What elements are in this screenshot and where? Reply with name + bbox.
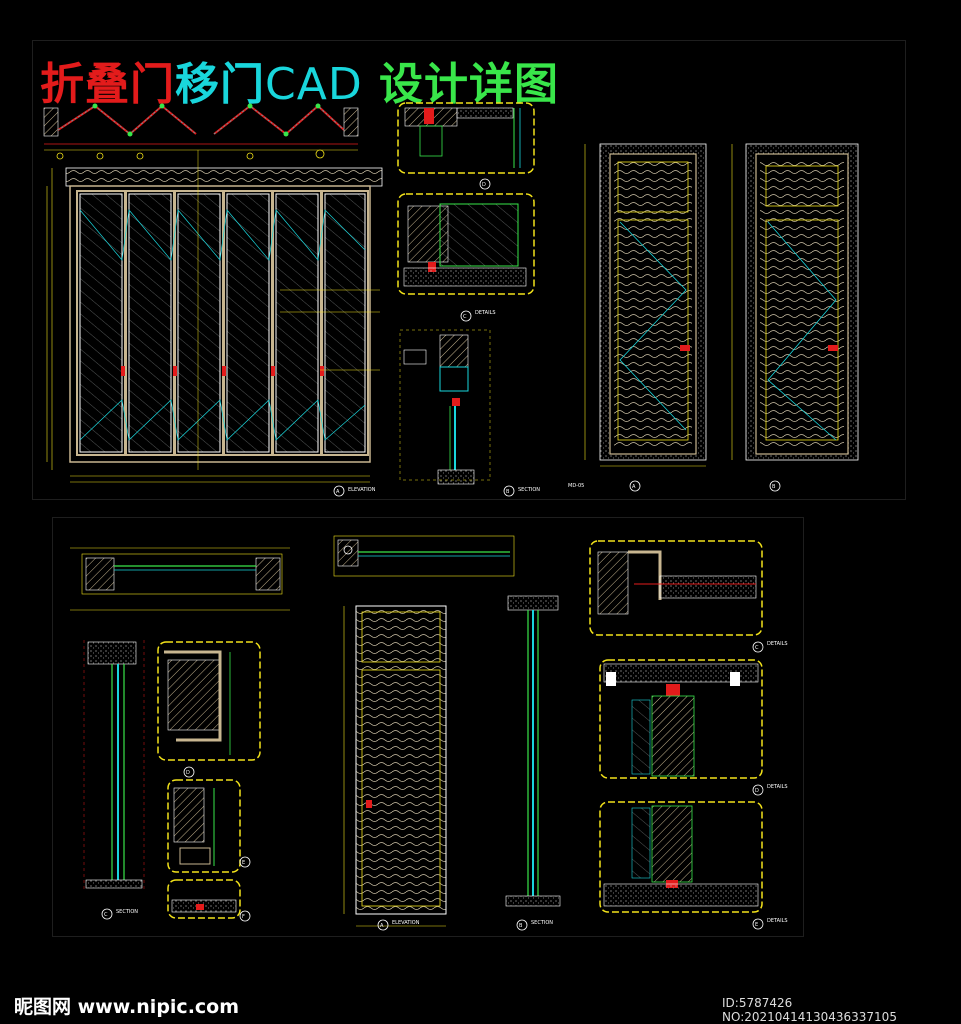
- lower-sheet-frame: [52, 517, 804, 937]
- label-elevation-lower: ELEVATION: [392, 920, 420, 926]
- sliding-door-plan-left: [70, 547, 290, 611]
- sliding-door-plan-middle: [333, 535, 515, 577]
- marker-c-lower: C: [104, 912, 108, 918]
- sliding-door-elevation-a-lower: A ELEVATION: [343, 605, 447, 931]
- title-cad: CAD: [265, 59, 363, 110]
- sheet-code: MD-05: [568, 483, 584, 489]
- swing-door-elevation-a: A MD-05: [568, 143, 707, 492]
- marker-f-lower: F: [242, 914, 245, 920]
- label-details-right-e: DETAILS: [767, 918, 788, 924]
- sliding-door-details-def: D E F: [157, 641, 261, 922]
- marker-a-lower: A: [380, 923, 384, 929]
- label-section-lower-left: SECTION: [116, 909, 138, 915]
- folding-door-details-upper: D C DETAILS: [397, 102, 535, 322]
- watermark-site: 昵图网 www.nipic.com: [14, 996, 240, 1018]
- marker-d-right: D: [755, 788, 759, 794]
- watermark-id: ID:5787426 NO:20210414130436337105: [722, 996, 897, 1024]
- marker-e-lower: E: [242, 860, 245, 866]
- sliding-door-details-right: C DETAILS D DETAILS E DETAILS: [589, 540, 788, 930]
- sliding-door-section-b-lower: B SECTION: [505, 595, 561, 931]
- label-details-right-c: DETAILS: [767, 641, 788, 647]
- title-folding-door: 折叠门: [40, 59, 175, 110]
- marker-b-section: B: [506, 489, 510, 495]
- title-design-detail: 设计详图: [379, 59, 560, 110]
- sliding-door-section-c: C SECTION: [83, 640, 145, 920]
- swing-door-elevation-b: B: [731, 143, 859, 492]
- label-elevation-folding: ELEVATION: [348, 487, 376, 493]
- marker-c-right: C: [755, 645, 759, 651]
- folding-door-plan: [43, 103, 359, 160]
- label-section-lower-middle: SECTION: [531, 920, 553, 926]
- marker-c-upper: C: [463, 314, 467, 320]
- drawing-title: 折叠门移门CAD 设计详图: [40, 48, 559, 112]
- folding-door-elevation: A ELEVATION: [46, 150, 383, 497]
- upper-sheet-frame: [32, 40, 906, 500]
- label-section-upper: SECTION: [518, 487, 540, 493]
- marker-d-lower: D: [186, 770, 190, 776]
- marker-a-door: A: [632, 484, 636, 490]
- label-details-right-d: DETAILS: [767, 784, 788, 790]
- marker-a-folding: A: [336, 489, 340, 495]
- label-details-upper: DETAILS: [475, 310, 496, 316]
- folding-door-section: B SECTION: [399, 329, 540, 497]
- marker-e-right: E: [755, 922, 758, 928]
- title-sliding-door: 移门: [175, 59, 265, 110]
- marker-d-upper: D: [482, 182, 486, 188]
- marker-b-door: B: [772, 484, 776, 490]
- marker-b-lower: B: [519, 923, 523, 929]
